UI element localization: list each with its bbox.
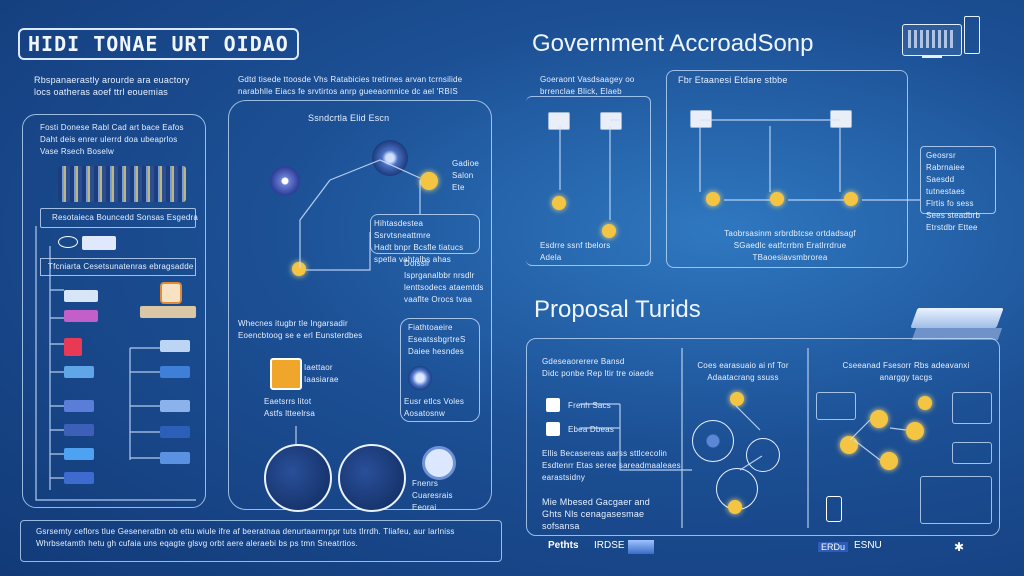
world-globe-icon <box>338 444 406 512</box>
planet-icon <box>408 366 432 390</box>
proposal-col1-title: Gdeseaorerere Bansd Didc ponbe Rep ltir … <box>542 357 654 378</box>
brand-logo-3: ERDu <box>818 542 849 552</box>
col3-box <box>816 392 856 420</box>
list-item <box>64 472 94 484</box>
left-card-text: Fosti Donese Rabl Cad art bace Eafos Dah… <box>40 123 184 156</box>
brand-logo-mark <box>628 540 654 554</box>
note6-text: Eusr etlcs Voles Aosatosnw <box>404 397 465 418</box>
gold-node-icon <box>706 192 720 206</box>
left-panel-frame <box>22 114 206 508</box>
center-label-top: Ssndcrtla Elid Escn <box>308 113 390 123</box>
eye-icon <box>58 236 78 248</box>
world-globe-icon <box>264 444 332 512</box>
note3-text: Whecnes itugbr tle Ingarsadir Eoencbtoog… <box>238 319 363 340</box>
doc-icon <box>546 398 560 412</box>
star-logo-icon: ✱ <box>954 540 965 554</box>
proposal-title: Proposal Turids <box>534 296 701 323</box>
badge-icon <box>160 282 182 304</box>
list-item <box>64 366 94 378</box>
list-item <box>64 310 98 322</box>
gold-node-icon <box>840 436 858 454</box>
footer-frame <box>20 520 502 562</box>
monitor-icon <box>898 14 982 66</box>
gold-node-icon <box>918 396 932 410</box>
gov-bottom-text: Taobrsasinm srbrdbtcse ortdadsagf SGaedl… <box>724 229 856 262</box>
gov-side-note: Geosrsr Rabrnaiee Saesdd tutnestaes Flrt… <box>926 151 981 232</box>
proposal-frame <box>526 338 1000 536</box>
resource-bar-2-label: Tfcniarta Cesetsunatenras ebragsadde <box>48 262 194 271</box>
list-item <box>160 340 190 352</box>
gov-box-title: Fbr Etaanesi Etdare stbbe <box>678 75 788 85</box>
col3-box <box>920 476 992 524</box>
server-box-icon <box>830 110 852 128</box>
alert-icon <box>64 338 82 356</box>
list-item <box>160 452 190 464</box>
brand-logo-4: ESNU <box>854 540 882 551</box>
server-icon <box>422 446 456 480</box>
server-box-icon <box>690 110 712 128</box>
phone-icon <box>826 496 842 522</box>
gold-node-icon <box>880 452 898 470</box>
network-hub-icon <box>692 420 734 462</box>
gov-left-frame <box>526 96 651 266</box>
proposal-item-2: Ebea Dbeas <box>568 425 615 434</box>
resource-bar-1-label: Resotaieca Bouncedd Sonsas Esgedra <box>52 213 199 222</box>
network-hub-icon <box>746 438 780 472</box>
brand-logo-1: Pethts <box>548 540 579 551</box>
list-item <box>64 290 98 302</box>
note4-box <box>400 318 480 422</box>
gold-node-icon <box>602 224 616 238</box>
proposal-col1-text: Ellis Becasereas aarss sttlcecolin Esdte… <box>542 449 681 482</box>
note4-text: Fiathtoaeire EseatssbgrtreS Daiee hesnde… <box>408 323 466 356</box>
gold-node-icon <box>552 196 566 210</box>
main-title: HIDI TONAE URT OIDAO <box>18 28 299 60</box>
gold-bar-icon <box>140 306 196 318</box>
gov-left-text: Goeraont Vasdsaagey oo brrenclae Blick, … <box>540 75 635 96</box>
brand-logo-2: IRDSE <box>594 540 625 551</box>
proposal-item-1: Frenh Sacs <box>568 401 611 410</box>
list-item <box>64 424 94 436</box>
gold-node-icon <box>730 392 744 406</box>
server-box-icon <box>600 112 622 130</box>
center-intro-text: Gdtd tisede ttoosde Vhs Ratabicies treti… <box>238 75 463 96</box>
note5-text: Eaetsrrs litot Astfs ltteelrsa <box>264 397 316 418</box>
gold-node-icon <box>870 410 888 428</box>
app-tile-icon <box>270 358 302 390</box>
government-title: Government AccroadSonp <box>532 30 814 57</box>
gov-side-box <box>920 146 996 214</box>
server-box-icon <box>548 112 570 130</box>
globe-icon <box>372 140 408 176</box>
gold-node-icon <box>728 500 742 514</box>
satellite-network-icon <box>250 150 330 210</box>
gold-node-icon <box>906 422 924 440</box>
list-item <box>64 448 94 460</box>
note1-text: Hihtasdestea Ssrvtsneattmre Hadt bnpr Bc… <box>374 219 464 264</box>
col3-box <box>952 442 992 464</box>
doc-icon <box>546 422 560 436</box>
list-item <box>160 400 190 412</box>
list-item <box>160 426 190 438</box>
left-intro-text: Rbspanaerastly arourde ara euactory locs… <box>34 75 190 97</box>
gold-node-icon <box>292 262 306 276</box>
gold-node-icon <box>420 172 438 190</box>
footer-text: Gsrsemty ceflors tlue Geseneratbn ob ett… <box>36 527 455 548</box>
crowd-illustration <box>58 166 186 202</box>
gov-center-frame <box>666 70 908 268</box>
list-item <box>160 366 190 378</box>
gold-node-icon <box>844 192 858 206</box>
note2-text: Doisslr Isprganalbbr nrsdlr lenttsodecs … <box>404 259 484 304</box>
proposal-col3-title: Cseeanad Fsesorr Rbs adeavanxi anarggy t… <box>842 361 970 382</box>
proposal-col1-footer: Mie Mbesed Gacgaer and Ghts Nls cenagase… <box>542 497 650 531</box>
chip-1 <box>82 236 116 250</box>
col3-box <box>952 392 992 424</box>
proposal-col2-title: Coes earasuaio ai nf Tor Adaatacrang ssu… <box>697 361 789 382</box>
gold-node-icon <box>770 192 784 206</box>
list-item <box>64 400 94 412</box>
